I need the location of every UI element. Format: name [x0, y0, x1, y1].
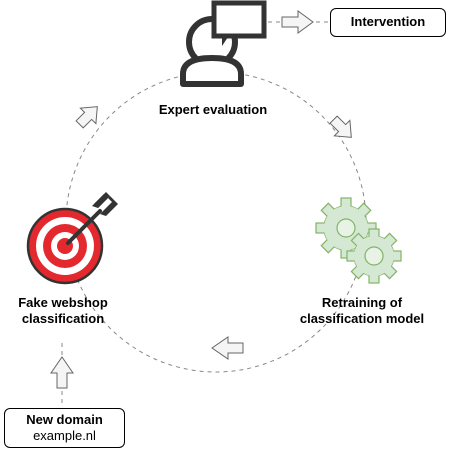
arrow-classification-to-expert — [75, 106, 98, 129]
intervention-box: Intervention — [330, 8, 446, 37]
target-arrow-icon — [26, 192, 118, 285]
arrow-expert-to-retraining — [329, 115, 352, 138]
label-retraining-line2: classification model — [299, 311, 425, 326]
label-retraining: Retraining of classification model — [288, 295, 436, 327]
label-classification-line2: classification — [21, 311, 105, 326]
arrow-retraining-to-classification — [211, 336, 244, 360]
arrow-new-domain-to-classification — [50, 356, 74, 389]
new-domain-value: example.nl — [33, 428, 96, 443]
intervention-label: Intervention — [350, 14, 426, 29]
new-domain-title: New domain — [26, 412, 103, 427]
label-expert-evaluation: Expert evaluation — [158, 102, 268, 117]
arrow-to-intervention — [281, 10, 314, 34]
gear-icon — [315, 197, 402, 284]
person-speech-bubble-icon — [180, 0, 267, 87]
new-domain-box: New domain example.nl — [4, 408, 125, 448]
label-retraining-line1: Retraining of — [321, 295, 403, 310]
label-classification-line1: Fake webshop — [18, 295, 108, 310]
label-classification: Fake webshop classification — [0, 295, 126, 327]
